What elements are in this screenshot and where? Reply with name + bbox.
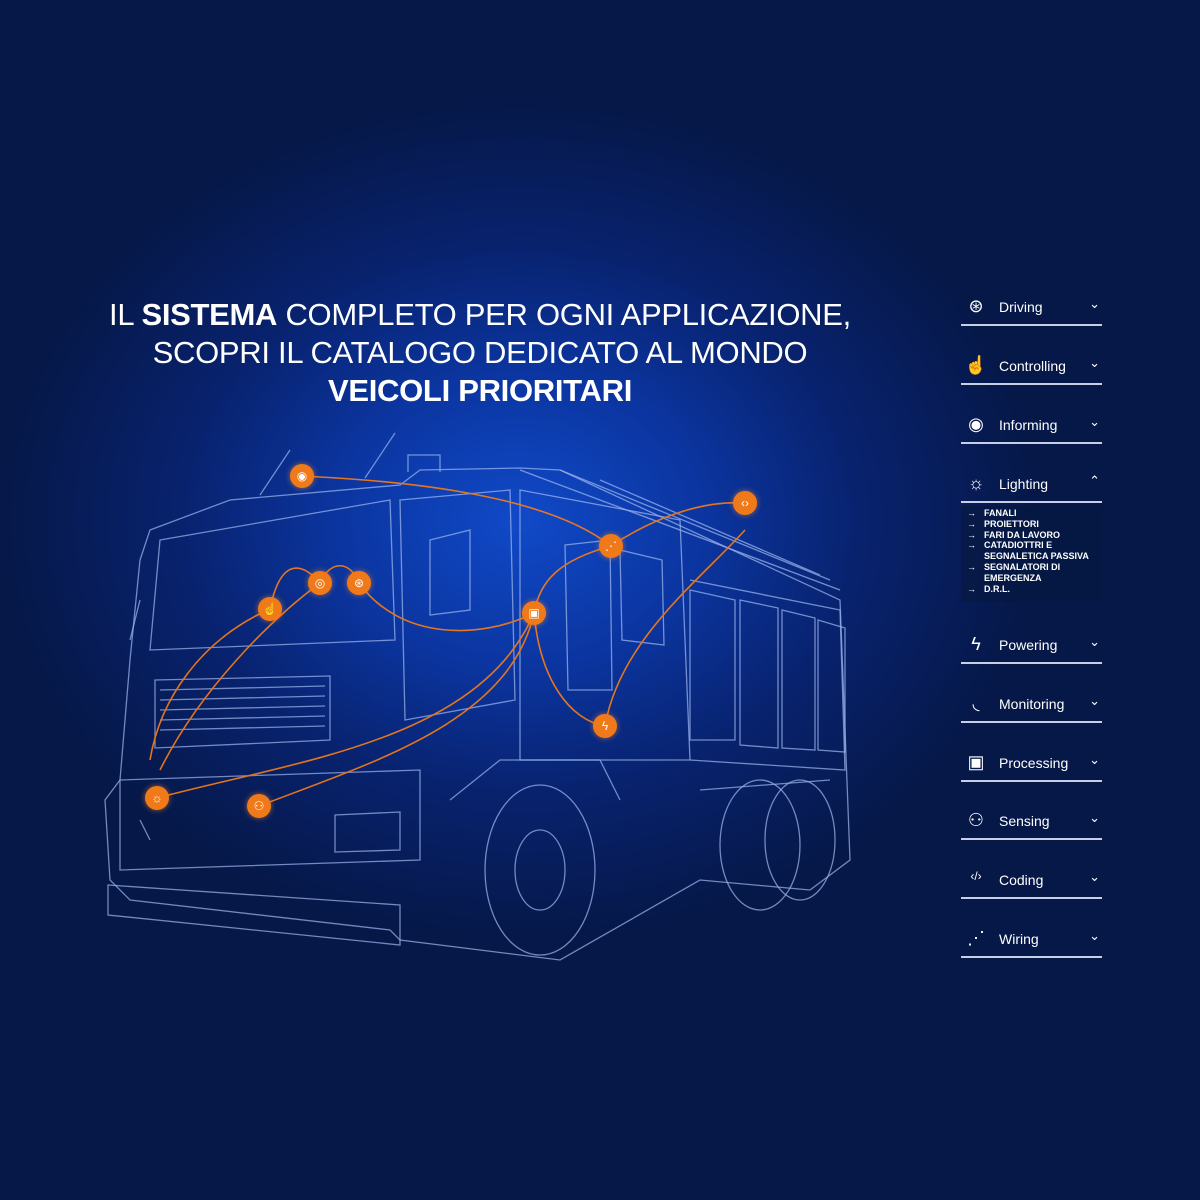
submenu-item[interactable]: → FANALI [961,508,1102,519]
menu-item-processing[interactable]: ▣ Processing ⌄ [961,740,1102,782]
chevron-up-icon[interactable]: ⌃ [1089,473,1100,488]
menu-label: Wiring [999,931,1039,947]
chip-marker-icon[interactable]: ▣ [522,601,546,625]
headline-bold: SISTEMA [141,297,278,332]
steering-wheel-icon: ⊛ [968,296,984,316]
lighting-submenu: → FANALI → PROIETTORI → FARI DA LAVORO → CAT… [961,506,1102,602]
submenu-item[interactable]: → CATADIOTTRI E SEGNALETICA PASSIVA [961,540,1102,562]
submenu-item[interactable]: → SEGNALATORI DI EMERGENZA [961,562,1102,584]
chevron-down-icon[interactable]: ⌄ [1089,414,1100,429]
touch-marker-icon[interactable]: ☝ [258,597,282,621]
sensing-marker-icon[interactable]: ⚇ [247,794,271,818]
touch-hand-icon: ☝ [964,355,988,375]
submenu-label: D.R.L. [984,583,1010,594]
arrow-right-icon: → [967,529,976,540]
headline-line2: SCOPRI IL CATALOGO DEDICATO AL MONDO [152,335,808,370]
menu-label: Driving [999,299,1043,315]
menu-item-powering[interactable]: ϟ Powering ⌄ [961,622,1102,664]
chevron-down-icon[interactable]: ⌄ [1089,869,1100,884]
chevron-down-icon[interactable]: ⌄ [1089,752,1100,767]
eye-icon: ◉ [968,414,984,434]
menu-label: Controlling [999,358,1066,374]
code-icon: ‹/› [970,869,982,883]
submenu-label: FANALI [984,508,1017,518]
chevron-down-icon[interactable]: ⌄ [1089,810,1100,825]
menu-item-informing[interactable]: ◉ Informing ⌄ [961,402,1102,444]
rss-icon: ◟ [972,693,980,713]
submenu-label: PROIETTORI [984,518,1039,529]
menu-label: Lighting [999,476,1049,492]
sun-marker-icon[interactable]: ☼ [145,786,169,810]
menu-item-lighting[interactable]: ☼ Lighting ⌃ [961,461,1102,503]
arrow-right-icon: → [967,518,976,529]
headline: IL SISTEMA COMPLETO PER OGNI APPLICAZION… [80,296,880,410]
menu-item-controlling[interactable]: ☝ Controlling ⌄ [961,343,1102,385]
wiring-lines [149,475,746,807]
headline-text: IL [109,297,142,332]
lightning-marker-icon[interactable]: ϟ [593,714,617,738]
chevron-down-icon[interactable]: ⌄ [1089,928,1100,943]
submenu-item[interactable]: → PROIETTORI [961,519,1102,530]
menu-label: Informing [999,417,1058,433]
arrow-right-icon: → [967,540,976,551]
menu-item-sensing[interactable]: ⚇ Sensing ⌄ [961,798,1102,840]
code-marker-icon[interactable]: ‹› [733,491,757,515]
headline-text: COMPLETO PER OGNI APPLICAZIONE, [277,297,851,332]
submenu-item[interactable]: → D.R.L. [961,584,1102,595]
rss-marker-icon[interactable]: ◉ [290,464,314,488]
sun-icon: ☼ [967,473,985,493]
menu-item-wiring[interactable]: ⋰ Wiring ⌄ [961,916,1102,958]
menu-label: Powering [999,637,1058,653]
chip-icon: ▣ [967,752,985,772]
arrow-right-icon: → [967,561,976,572]
chevron-down-icon[interactable]: ⌄ [1089,296,1100,311]
submenu-label: FARI DA LAVORO [984,529,1060,540]
menu-label: Monitoring [999,696,1065,712]
menu-label: Sensing [999,813,1050,829]
menu-item-coding[interactable]: ‹/› Coding ⌄ [961,857,1102,899]
arrow-right-icon: → [967,583,976,594]
chevron-down-icon[interactable]: ⌄ [1089,634,1100,649]
lightning-icon: ϟ [971,634,981,654]
submenu-item[interactable]: → FARI DA LAVORO [961,530,1102,541]
wiring-marker-icon[interactable]: ⋰ [599,534,623,558]
eye-marker-icon[interactable]: ◎ [308,571,332,595]
truck-wireframe [104,432,851,961]
truck-illustration [104,432,851,961]
steering-marker-icon[interactable]: ⊛ [347,571,371,595]
arrow-right-icon: → [967,508,976,518]
menu-label: Processing [999,755,1069,771]
chevron-down-icon[interactable]: ⌄ [1089,693,1100,708]
menu-item-monitoring[interactable]: ◟ Monitoring ⌄ [961,681,1102,723]
submenu-label: SEGNALATORI DI EMERGENZA [984,561,1061,583]
menu-item-driving[interactable]: ⊛ Driving ⌄ [961,284,1102,326]
sensor-person-icon: ⚇ [967,810,985,830]
headline-line3: VEICOLI PRIORITARI [327,373,633,408]
chevron-down-icon[interactable]: ⌄ [1089,355,1100,370]
menu-label: Coding [999,872,1044,888]
submenu-label: CATADIOTTRI E SEGNALETICA PASSIVA [984,540,1089,562]
network-icon: ⋰ [967,928,985,948]
